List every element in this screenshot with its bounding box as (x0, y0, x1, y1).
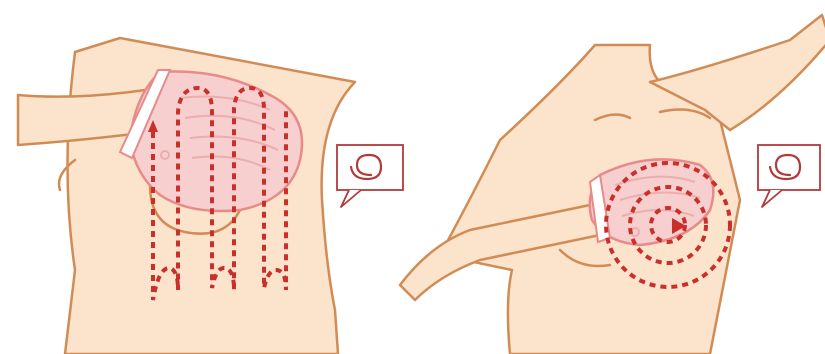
left-panel (18, 38, 355, 354)
swirl-speech-bubble-icon (337, 145, 403, 207)
swirl-speech-bubble-icon (758, 145, 820, 207)
